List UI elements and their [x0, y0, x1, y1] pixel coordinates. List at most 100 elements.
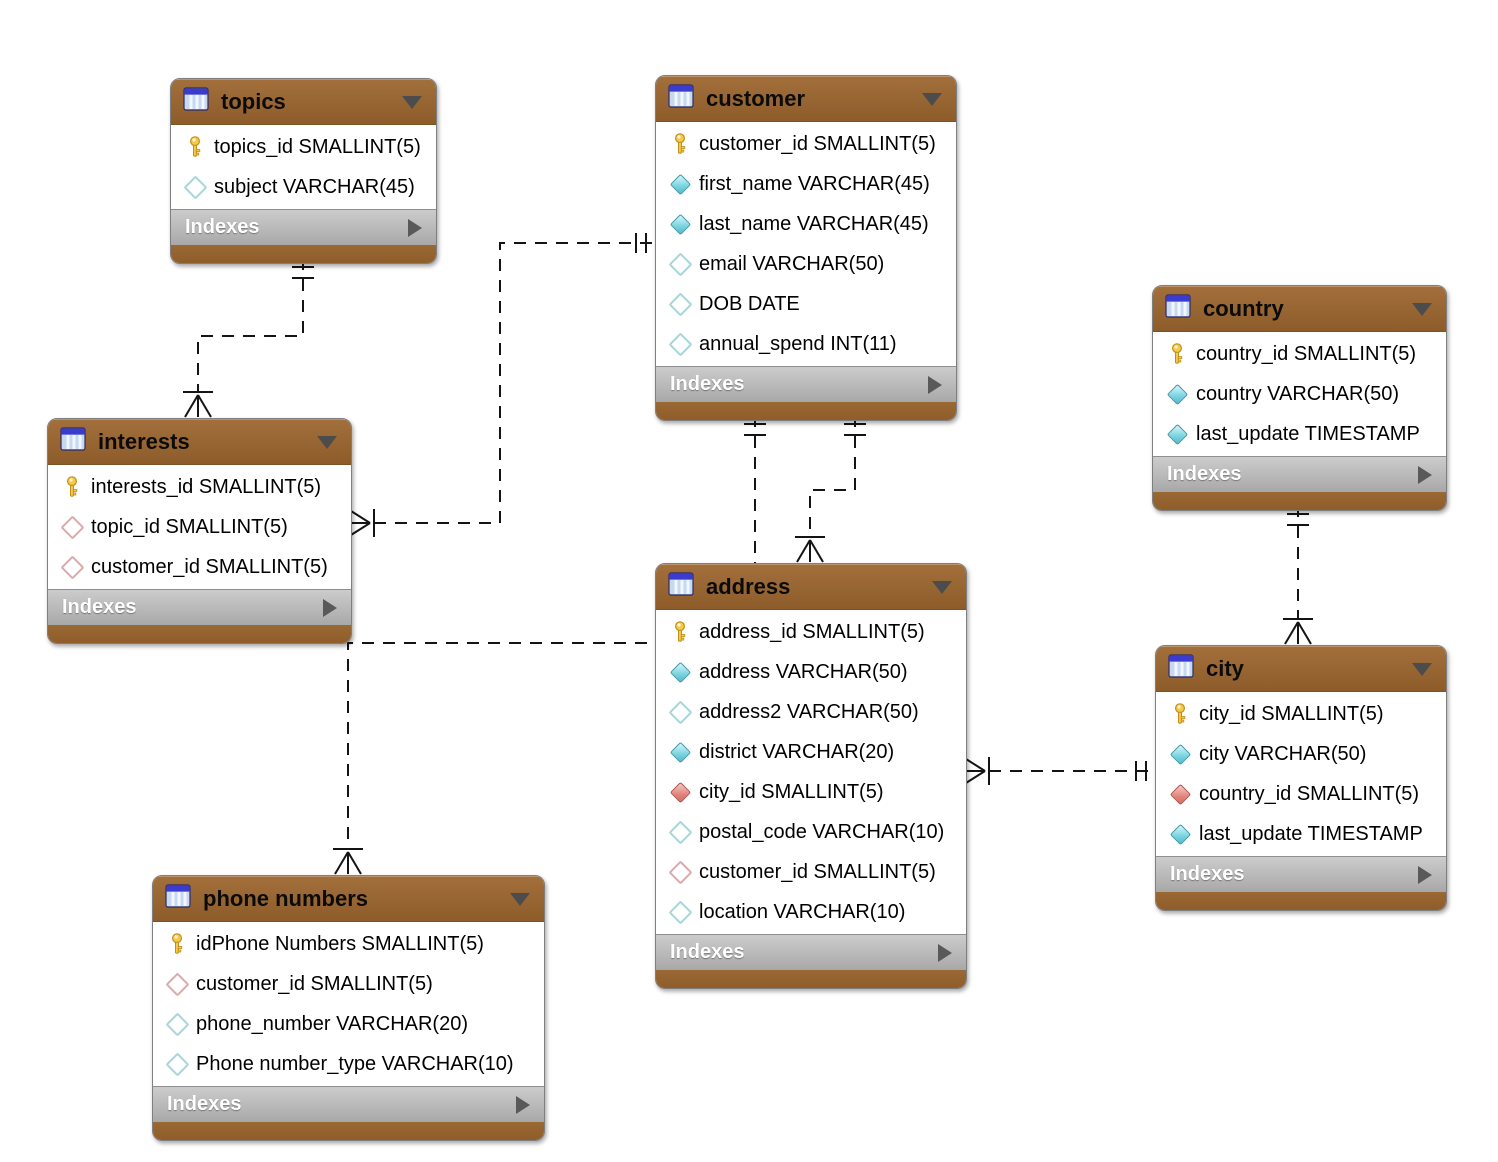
table-name: customer: [706, 85, 806, 111]
primary-key-icon: [1163, 343, 1191, 365]
column-row-address-7[interactable]: location VARCHAR(10): [656, 892, 966, 932]
collapse-arrow-icon[interactable]: [510, 893, 530, 906]
indexes-label: Indexes: [185, 216, 260, 238]
expand-arrow-icon[interactable]: [938, 943, 952, 962]
collapse-arrow-icon[interactable]: [1412, 663, 1432, 676]
relationship-topics-interests[interactable]: [183, 258, 314, 418]
table-phone-numbers[interactable]: phone numbers idPhone Numbers SMALLINT(5)…: [152, 875, 545, 1141]
column-definition: last_update TIMESTAMP: [1199, 822, 1423, 845]
table-header[interactable]: address: [656, 564, 966, 610]
column-row-city-1[interactable]: city VARCHAR(50): [1156, 734, 1446, 774]
indexes-bar[interactable]: Indexes: [656, 934, 966, 970]
column-row-country-0[interactable]: country_id SMALLINT(5): [1153, 334, 1446, 374]
primary-key-icon: [181, 136, 209, 158]
column-row-customer-0[interactable]: customer_id SMALLINT(5): [656, 124, 956, 164]
expand-arrow-icon[interactable]: [516, 1095, 530, 1114]
relationship-customer-interests[interactable]: [350, 233, 655, 537]
expand-arrow-icon[interactable]: [1418, 865, 1432, 884]
column-row-address-4[interactable]: city_id SMALLINT(5): [656, 772, 966, 812]
relationship-customer-phone-numbers[interactable]: [333, 415, 766, 875]
column-row-customer-3[interactable]: email VARCHAR(50): [656, 244, 956, 284]
expand-arrow-icon[interactable]: [323, 598, 337, 617]
column-row-phone-numbers-1[interactable]: customer_id SMALLINT(5): [153, 964, 544, 1004]
relationship-city-address[interactable]: [965, 757, 1155, 785]
primary-key-icon: [666, 621, 694, 643]
column-row-interests-1[interactable]: topic_id SMALLINT(5): [48, 507, 351, 547]
column-definition: district VARCHAR(20): [699, 740, 895, 763]
indexes-bar[interactable]: Indexes: [1153, 456, 1446, 492]
table-bottom-strip: [1156, 892, 1446, 910]
notnull-attr-icon: [1166, 743, 1194, 765]
indexes-bar[interactable]: Indexes: [1156, 856, 1446, 892]
column-row-customer-5[interactable]: annual_spend INT(11): [656, 324, 956, 364]
table-header[interactable]: interests: [48, 419, 351, 465]
column-row-phone-numbers-3[interactable]: Phone number_type VARCHAR(10): [153, 1044, 544, 1084]
column-definition: country_id SMALLINT(5): [1199, 782, 1420, 805]
column-definition: subject VARCHAR(45): [214, 175, 415, 198]
column-row-topics-1[interactable]: subject VARCHAR(45): [171, 167, 436, 207]
column-row-address-3[interactable]: district VARCHAR(20): [656, 732, 966, 772]
column-row-address-6[interactable]: customer_id SMALLINT(5): [656, 852, 966, 892]
relationship-country-city[interactable]: [1283, 505, 1313, 645]
column-definition: first_name VARCHAR(45): [699, 172, 930, 195]
table-icon: [165, 884, 191, 913]
indexes-label: Indexes: [62, 596, 137, 618]
column-row-customer-1[interactable]: first_name VARCHAR(45): [656, 164, 956, 204]
column-row-customer-2[interactable]: last_name VARCHAR(45): [656, 204, 956, 244]
collapse-arrow-icon[interactable]: [1412, 303, 1432, 316]
column-row-customer-4[interactable]: DOB DATE: [656, 284, 956, 324]
table-columns: city_id SMALLINT(5)city VARCHAR(50) count…: [1156, 692, 1446, 856]
expand-arrow-icon[interactable]: [1418, 465, 1432, 484]
column-row-address-2[interactable]: address2 VARCHAR(50): [656, 692, 966, 732]
table-header[interactable]: customer: [656, 76, 956, 122]
indexes-label: Indexes: [1167, 463, 1242, 485]
column-definition: idPhone Numbers SMALLINT(5): [196, 932, 484, 955]
table-customer[interactable]: customer customer_id SMALLINT(5) first_nam…: [655, 75, 957, 421]
column-row-address-0[interactable]: address_id SMALLINT(5): [656, 612, 966, 652]
indexes-bar[interactable]: Indexes: [656, 366, 956, 402]
collapse-arrow-icon[interactable]: [317, 436, 337, 449]
column-definition: customer_id SMALLINT(5): [196, 972, 433, 995]
collapse-arrow-icon[interactable]: [402, 96, 422, 109]
expand-arrow-icon[interactable]: [408, 218, 422, 237]
table-header[interactable]: phone numbers: [153, 876, 544, 922]
indexes-bar[interactable]: Indexes: [171, 209, 436, 245]
nullable-attr-icon: [666, 291, 694, 317]
collapse-arrow-icon[interactable]: [922, 93, 942, 106]
relationship-customer-address[interactable]: [795, 415, 866, 563]
nullable-fk-icon: [163, 971, 191, 997]
column-row-country-1[interactable]: country VARCHAR(50): [1153, 374, 1446, 414]
expand-arrow-icon[interactable]: [928, 375, 942, 394]
table-header[interactable]: topics: [171, 79, 436, 125]
column-row-city-2[interactable]: country_id SMALLINT(5): [1156, 774, 1446, 814]
nullable-attr-icon: [181, 174, 209, 200]
column-definition: city_id SMALLINT(5): [699, 780, 884, 803]
column-row-address-5[interactable]: postal_code VARCHAR(10): [656, 812, 966, 852]
column-definition: Phone number_type VARCHAR(10): [196, 1052, 514, 1075]
column-row-city-3[interactable]: last_update TIMESTAMP: [1156, 814, 1446, 854]
nullable-attr-icon: [666, 331, 694, 357]
column-definition: email VARCHAR(50): [699, 252, 885, 275]
column-row-topics-0[interactable]: topics_id SMALLINT(5): [171, 127, 436, 167]
column-row-phone-numbers-0[interactable]: idPhone Numbers SMALLINT(5): [153, 924, 544, 964]
indexes-label: Indexes: [670, 941, 745, 963]
indexes-bar[interactable]: Indexes: [48, 589, 351, 625]
column-row-interests-2[interactable]: customer_id SMALLINT(5): [48, 547, 351, 587]
column-row-interests-0[interactable]: interests_id SMALLINT(5): [48, 467, 351, 507]
column-row-country-2[interactable]: last_update TIMESTAMP: [1153, 414, 1446, 454]
table-header[interactable]: country: [1153, 286, 1446, 332]
table-header[interactable]: city: [1156, 646, 1446, 692]
table-bottom-strip: [1153, 492, 1446, 510]
indexes-bar[interactable]: Indexes: [153, 1086, 544, 1122]
column-row-phone-numbers-2[interactable]: phone_number VARCHAR(20): [153, 1004, 544, 1044]
column-row-city-0[interactable]: city_id SMALLINT(5): [1156, 694, 1446, 734]
column-row-address-1[interactable]: address VARCHAR(50): [656, 652, 966, 692]
column-definition: customer_id SMALLINT(5): [699, 132, 936, 155]
collapse-arrow-icon[interactable]: [932, 581, 952, 594]
